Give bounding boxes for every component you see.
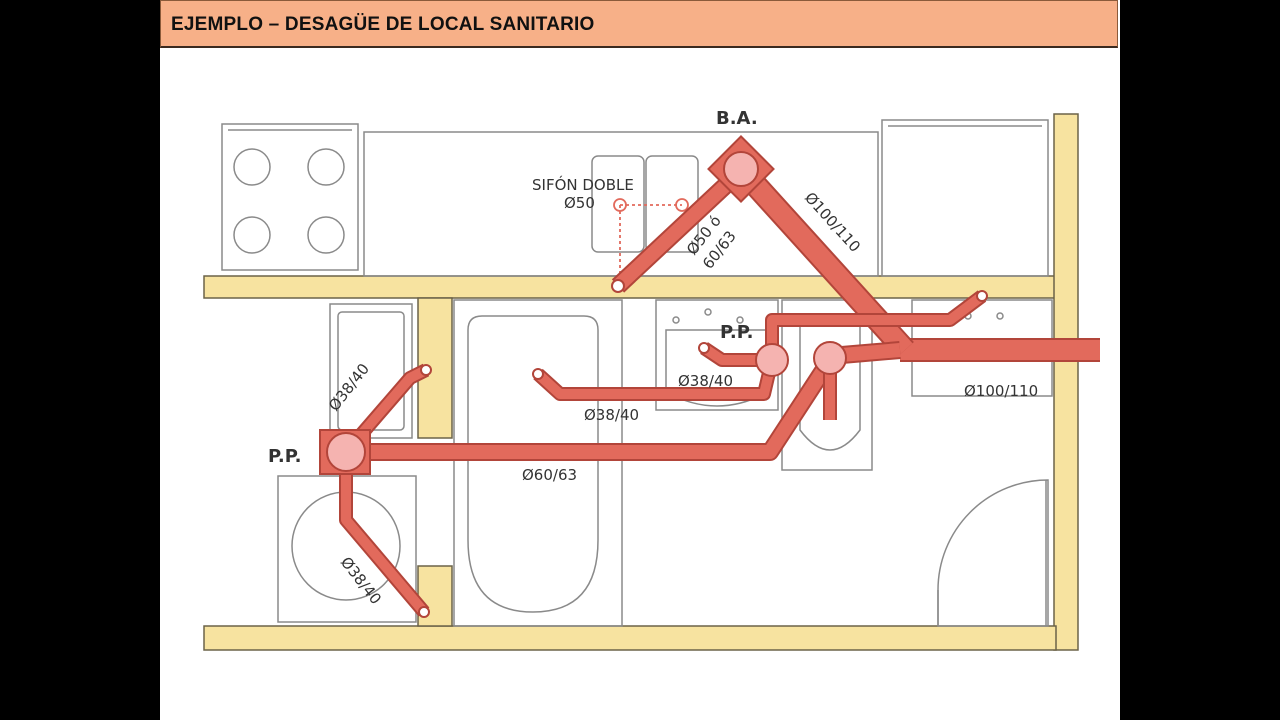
label-d100-right: Ø100/110 (964, 382, 1038, 400)
pp-right-fitting (755, 343, 789, 377)
bathtub (453, 299, 623, 627)
right-outer-wall (1053, 113, 1079, 651)
stove (221, 123, 359, 271)
label-sifon-2: Ø50 (564, 194, 595, 212)
counter (363, 131, 879, 277)
title-bar: EJEMPLO – DESAGÜE DE LOCAL SANITARIO (160, 0, 1118, 48)
pp-left-fitting (326, 432, 366, 472)
burner (233, 216, 271, 254)
burner (307, 148, 345, 186)
label-d38-left-up: Ø38/40 (325, 360, 373, 414)
slide: B.A. P.P. P.P. SIFÓN DOBLE Ø50 Ø50 ó 60/… (160, 0, 1120, 720)
label-d60: Ø60/63 (522, 466, 577, 484)
double-siphon (613, 198, 689, 280)
label-d38-bidet: Ø38/40 (678, 372, 733, 390)
door-swing (937, 479, 1049, 627)
drain-pipes (339, 161, 1100, 617)
page-title: EJEMPLO – DESAGÜE DE LOCAL SANITARIO (171, 14, 595, 35)
label-pp-left: P.P. (268, 446, 301, 467)
bidet (781, 299, 873, 471)
burner (233, 148, 271, 186)
fittings (319, 135, 988, 618)
label-sifon-1: SIFÓN DOBLE (532, 175, 634, 194)
burner (307, 216, 345, 254)
walls (203, 113, 1079, 651)
label-ba: B.A. (716, 108, 758, 129)
bottom-wall (203, 625, 1057, 651)
bathtub-basin (467, 315, 599, 613)
fridge (881, 119, 1049, 277)
label-pp-right: P.P. (720, 322, 753, 343)
kitchen-sink-bowl (591, 155, 645, 253)
kitchen-fixtures (221, 119, 1049, 277)
label-d38-bath: Ø38/40 (584, 406, 639, 424)
sanitary-drain-plan: B.A. P.P. P.P. SIFÓN DOBLE Ø50 Ø50 ó 60/… (203, 108, 1100, 651)
pp-mid-fitting (813, 341, 847, 375)
